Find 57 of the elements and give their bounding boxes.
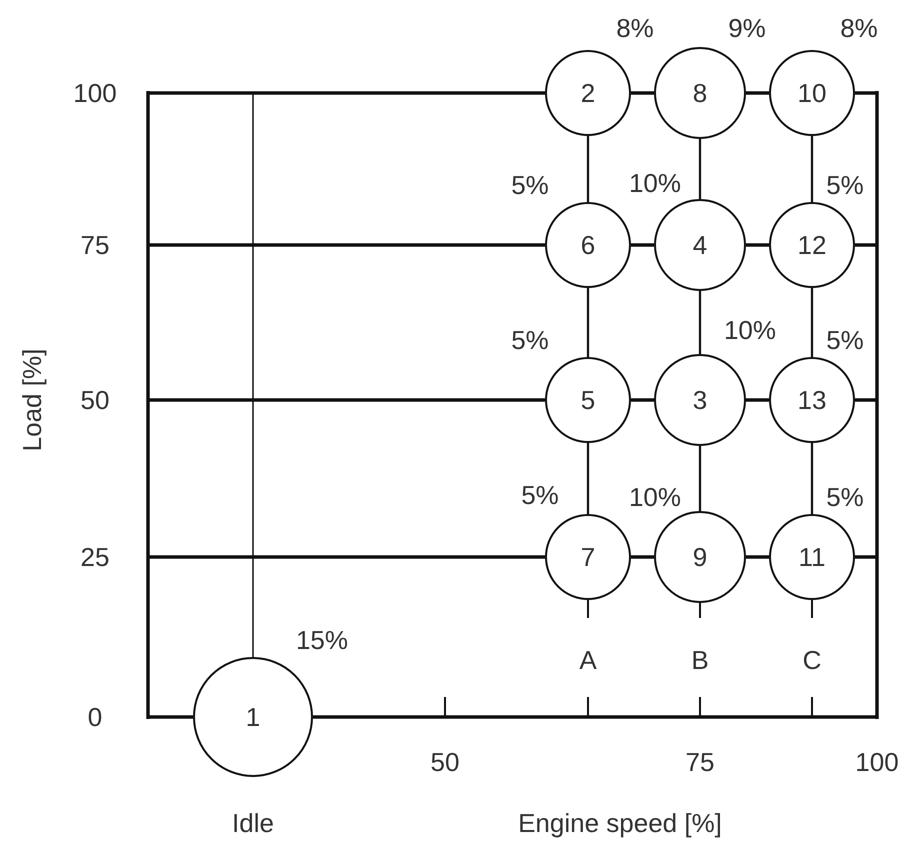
axis-title: Engine speed [%] (518, 810, 722, 836)
mode-number: 4 (692, 230, 708, 260)
connector-line (631, 91, 654, 95)
mode-number: 6 (580, 230, 596, 260)
connector-line (698, 291, 702, 354)
connector-line (746, 243, 769, 247)
axis-tick-label: 50 (430, 749, 460, 775)
weighting-percent: 10% (628, 170, 682, 196)
weighting-percent: 15% (296, 627, 348, 653)
mode-number: 2 (580, 78, 596, 108)
connector-line (586, 288, 590, 357)
connector-line (810, 136, 814, 202)
mode-number: 13 (798, 384, 826, 416)
weighting-percent: 5% (511, 327, 549, 353)
weighting-percent: 8% (616, 15, 654, 41)
weighting-percent: 10% (724, 317, 776, 343)
connector-line (698, 139, 702, 199)
connector-line (586, 443, 590, 514)
axis-tick-label: 75 (80, 232, 110, 258)
mode-number: 12 (798, 230, 826, 260)
axis-title: Load [%] (19, 348, 45, 452)
connector-line (631, 243, 654, 247)
axis-tick-label: 100 (855, 749, 899, 775)
axis-tick-label: 75 (686, 749, 714, 775)
speed-label: C (802, 647, 822, 673)
connector-line (810, 443, 814, 514)
weighting-percent: 5% (511, 172, 549, 198)
axis-tick-label: Idle (232, 810, 274, 836)
axis-tick-label: 100 (73, 80, 117, 106)
connector-line (698, 446, 702, 511)
mode-number: 8 (692, 78, 708, 108)
connector-line (746, 91, 769, 95)
weighting-percent: 5% (826, 484, 864, 510)
mode-number: 1 (246, 702, 260, 732)
weighting-percent: 9% (728, 15, 766, 41)
weighting-percent: 5% (826, 327, 864, 353)
mode-number: 9 (692, 542, 708, 572)
weighting-percent: 5% (521, 482, 559, 508)
axis-tick-label: 50 (80, 387, 110, 413)
axis-tick-label: 0 (88, 704, 102, 730)
connector-line (746, 555, 769, 559)
mode-number: 7 (580, 542, 596, 572)
speed-label: B (691, 647, 709, 673)
mode-number: 5 (580, 384, 596, 416)
connector-line (631, 555, 654, 559)
weighting-percent: 10% (628, 484, 682, 510)
connector-line (746, 398, 769, 402)
speed-label: A (579, 647, 597, 673)
connector-line (586, 136, 590, 202)
connector-line (810, 288, 814, 357)
mode-number: 11 (798, 542, 826, 572)
mode-number: 10 (798, 78, 826, 108)
weighting-percent: 8% (840, 15, 878, 41)
mode-number: 3 (692, 384, 708, 416)
connector-line (631, 398, 654, 402)
weighting-percent: 5% (826, 172, 864, 198)
axis-tick-label: 25 (80, 544, 110, 570)
